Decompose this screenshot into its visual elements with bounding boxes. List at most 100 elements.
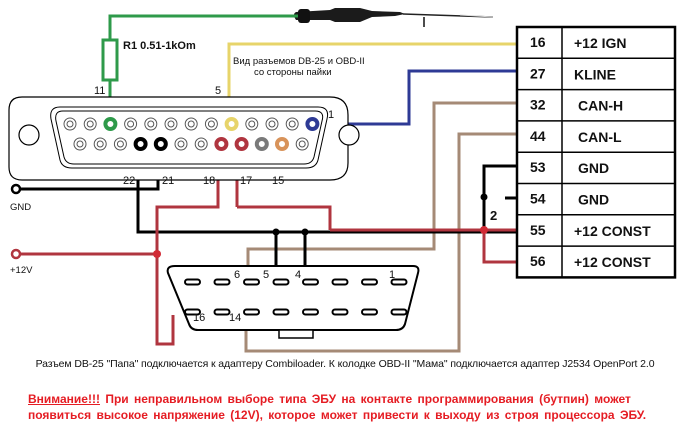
ecu-pin-name: GND [578, 192, 609, 208]
obd2-pin-1 [390, 278, 408, 286]
obd2-pin-label-4: 4 [295, 269, 301, 281]
db25-pin-22 [133, 137, 148, 151]
db25-pin-inner [298, 140, 306, 148]
obd2-pin-12 [302, 308, 319, 316]
wire-red-db18 [155, 143, 220, 346]
wire-brown-canh [246, 101, 517, 282]
wire-red-17-path-final [237, 207, 517, 231]
wire-red-17-horizontal [237, 207, 485, 232]
db25-pin-inner [76, 140, 84, 148]
obd2-pin-label-16: 16 [193, 312, 205, 324]
db25-pin-7 [184, 117, 198, 131]
ecu-pin-name: CAN-L [578, 129, 622, 145]
wire-red-const-bus [237, 205, 332, 230]
gnd-label: GND [10, 202, 31, 213]
db25-pin-inner [66, 120, 74, 128]
ecu-pin-number: 16 [530, 34, 546, 50]
db25-pin-13 [63, 117, 77, 131]
db25-pin-16 [254, 137, 269, 151]
obd2-pin-8 [184, 278, 201, 286]
obd2-pin-7 [213, 278, 231, 286]
db25-pin-17 [234, 137, 249, 151]
db25-pin-label-1: 1 [328, 109, 334, 121]
db25-pin-inner [268, 120, 276, 128]
wire-brown-canl [244, 132, 517, 353]
wire-red-ecu56 [482, 230, 517, 264]
obd2-pin-label-5: 5 [263, 269, 269, 281]
wire-red-17-to-55-56 [237, 207, 517, 231]
resistor-r1 [101, 38, 119, 82]
wire-blue [312, 69, 517, 126]
wire-black-ecu53 [482, 164, 517, 232]
db25-pin-9 [144, 117, 158, 131]
ecu-pin-number: 32 [530, 97, 546, 113]
ecu-pin-number: 53 [530, 159, 546, 175]
obd2-pin-9 [390, 308, 408, 316]
obd2-pin-5 [272, 278, 290, 286]
db25-pin-2 [285, 117, 299, 131]
db25-pin-14 [295, 137, 309, 151]
db25-pin-label-18: 18 [203, 175, 215, 187]
db25-mount-hole-left [18, 124, 40, 146]
obd2-pin-15 [213, 308, 231, 316]
ecu-pin-name: +12 CONST [574, 223, 651, 239]
wire-yellow [227, 42, 517, 119]
db25-pin-inner [177, 140, 185, 148]
db25-pin-15 [275, 137, 289, 151]
wire-green-top [108, 14, 298, 40]
view-note-line2: со стороны пайки [254, 67, 332, 78]
obd2-pin-label-6: 6 [234, 269, 240, 281]
db25-pin-label-21: 21 [162, 175, 174, 187]
wire-red-17-run [237, 207, 517, 230]
db25-pin-19 [194, 137, 208, 151]
db25-pin-20 [174, 137, 188, 151]
ecu-pin-number: 55 [530, 222, 546, 238]
ecu-pin-number: 54 [530, 191, 546, 207]
wire-red-17-line [237, 207, 330, 231]
db25-pin-4 [245, 117, 259, 131]
db25-pin-label-17: 17 [240, 175, 252, 187]
ecu-pin-number: 56 [530, 253, 546, 269]
db25-pin-label-15: 15 [272, 175, 284, 187]
plus12v-terminal[interactable] [10, 248, 22, 260]
ecu-pin-name: KLINE [574, 66, 616, 82]
probe-icon [294, 8, 494, 27]
db25-pin-inner [197, 140, 205, 148]
ecu-pin-number: 44 [530, 128, 546, 144]
db25-pin-label-22: 22 [123, 175, 135, 187]
db25-pin-inner [167, 120, 175, 128]
ecu-pin-name: GND [578, 160, 609, 176]
obd2-pin-2 [361, 278, 378, 286]
db25-pin-label-5: 5 [215, 85, 221, 97]
db25-pin-21 [153, 137, 168, 151]
db25-pin-inner [127, 120, 135, 128]
obd2-pin-label-14: 14 [229, 312, 241, 324]
resistor-label: R1 0.51-1kOm [123, 40, 196, 52]
obd2-pin-3 [331, 278, 349, 286]
obd2-pin-6 [243, 278, 260, 286]
db25-pin-inner [248, 120, 256, 128]
db25-pin-1 [305, 117, 320, 131]
gnd-terminal[interactable] [10, 183, 22, 195]
warning-text: При неправильном выборе типа ЭБУ на конт… [28, 392, 647, 422]
db25-pin-label-11: 11 [94, 85, 105, 97]
obd2-pin-4 [302, 278, 319, 286]
warning: Внимание!!! При неправильном выборе типа… [28, 391, 668, 423]
view-note-line1: Вид разъемов DB-25 и OBD-II [233, 56, 365, 67]
obd2-pin-label-1: 1 [389, 269, 395, 281]
junction-red-1 [153, 250, 161, 258]
obd2-key-tab [278, 329, 314, 339]
warning-attention: Внимание!!! [28, 392, 100, 406]
db25-pin-25 [73, 137, 87, 151]
db25-pin-inner [96, 140, 104, 148]
db25-pin-inner [116, 140, 124, 148]
ecu-pin-number: 27 [530, 65, 546, 81]
db25-pin-18 [214, 137, 229, 151]
obd2-pin-16 [184, 308, 201, 316]
db25-pin-11 [103, 117, 118, 131]
ecu-pin-name: CAN-H [578, 98, 623, 114]
db25-pin-10 [124, 117, 138, 131]
db25-pin-inner [207, 120, 215, 128]
